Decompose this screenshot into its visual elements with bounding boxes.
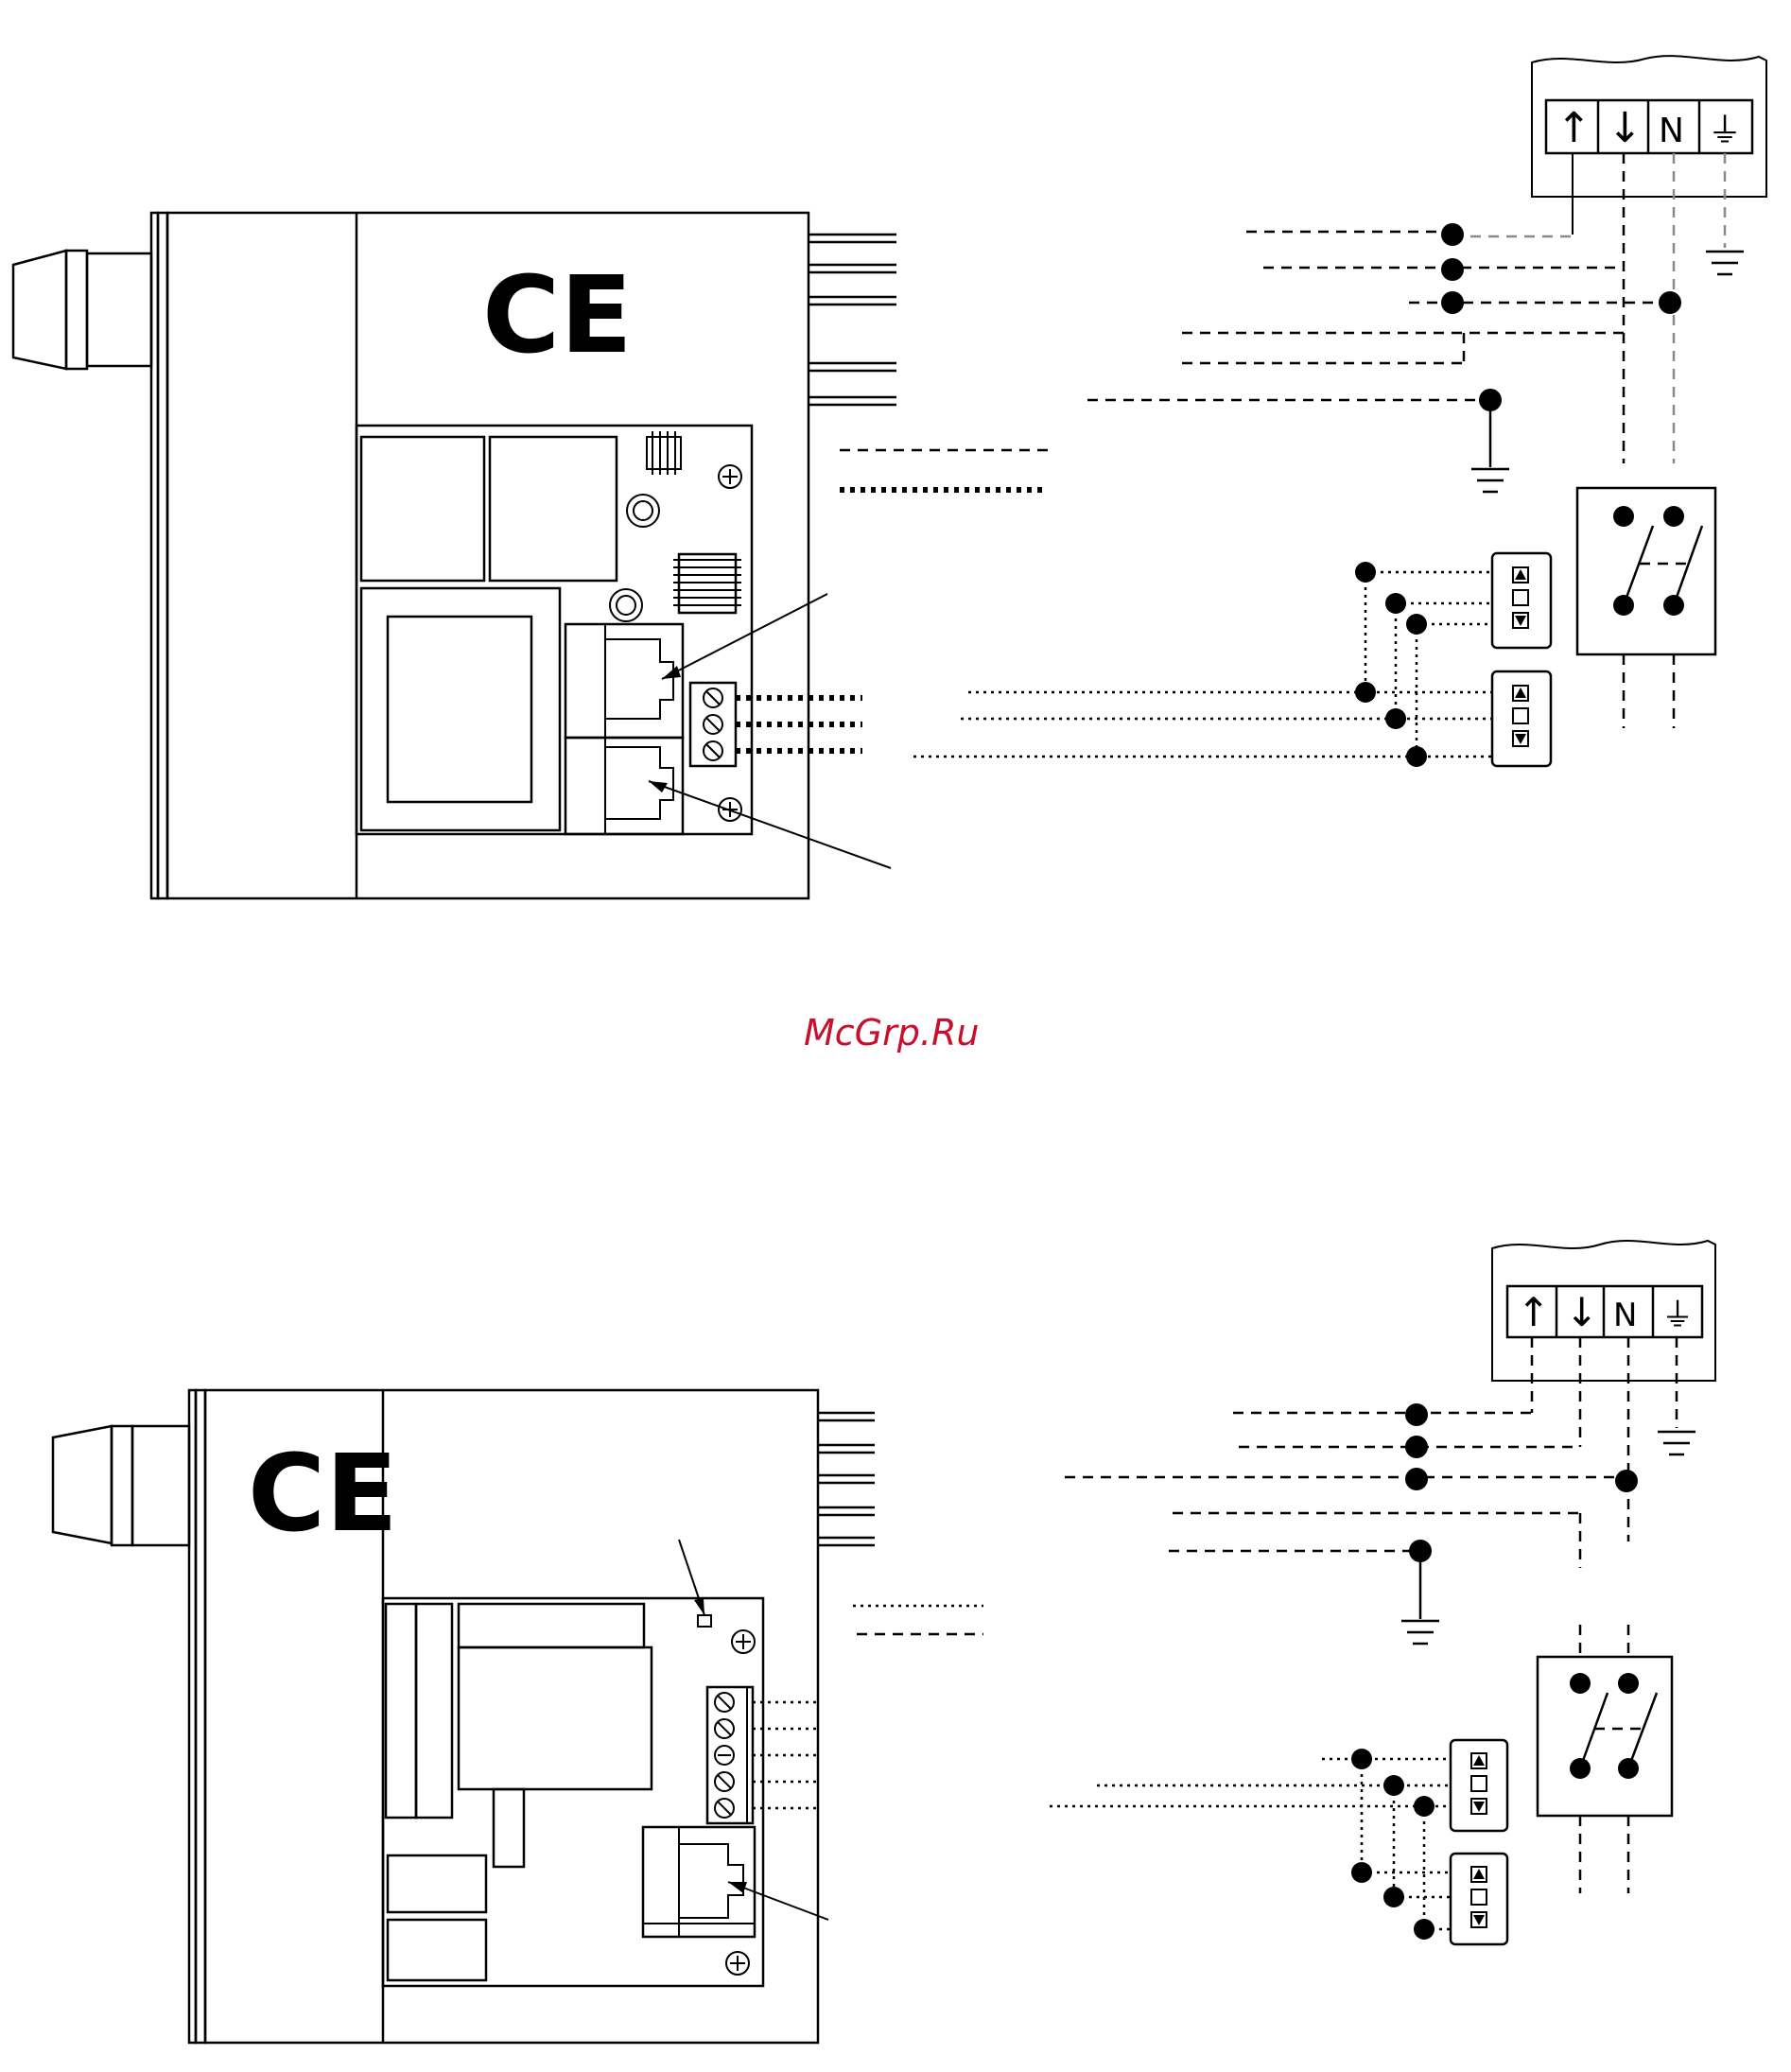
- bottom-circuit-board: [383, 1540, 828, 1986]
- bottom-terminal-neutral-label: N: [1613, 1297, 1637, 1334]
- top-motor-cable-leads: [809, 235, 896, 405]
- bottom-wiring-diagram: CE: [53, 1241, 1715, 2043]
- top-motor-unit: CE: [13, 213, 891, 898]
- top-terminal-earth-label: ⏚: [1708, 112, 1742, 150]
- top-control-switches: [1492, 553, 1551, 766]
- bottom-mains-terminal-block: ↑ ↓ N ⏚: [1492, 1241, 1715, 1541]
- top-ce-mark: CE: [482, 254, 633, 377]
- bottom-motor-unit: CE: [53, 1390, 828, 2043]
- bottom-ce-mark: CE: [248, 1433, 398, 1556]
- top-mains-wiring: [1087, 223, 1681, 492]
- bottom-terminal-down-label: ↓: [1565, 1289, 1598, 1335]
- top-wiring-diagram: CE: [13, 56, 1766, 898]
- bottom-control-wiring: [1050, 1749, 1451, 1940]
- bottom-motor-cable-leads: [818, 1413, 875, 1545]
- top-terminal-up-label: ↑: [1556, 104, 1591, 152]
- top-terminal-down-label: ↓: [1608, 104, 1643, 152]
- top-terminal-neutral-label: N: [1659, 112, 1684, 150]
- watermark-text: McGrp.Ru: [804, 1012, 979, 1053]
- top-mains-terminal-block: ↑ ↓ N ⏚: [1532, 56, 1766, 463]
- top-double-pole-switch: [1577, 488, 1715, 728]
- bottom-mains-wiring: [1065, 1403, 1638, 1644]
- bottom-terminal-up-label: ↑: [1517, 1289, 1550, 1335]
- bottom-control-switches: [1451, 1740, 1507, 1944]
- top-control-wiring: [913, 562, 1492, 767]
- bottom-terminal-earth-label: ⏚: [1661, 1297, 1694, 1334]
- bottom-double-pole-switch: [1538, 1625, 1672, 1893]
- top-circuit-board: [356, 426, 891, 868]
